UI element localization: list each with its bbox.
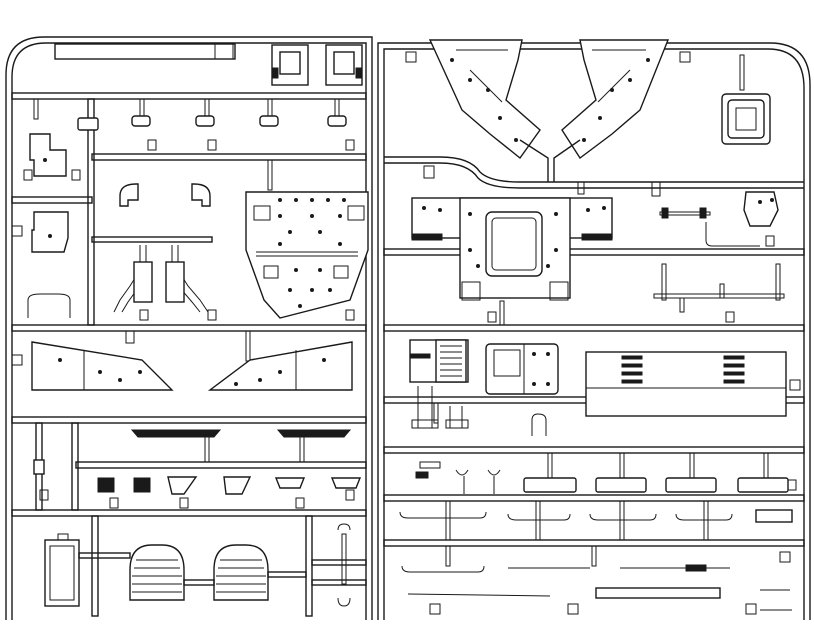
side-skirt-right — [207, 341, 353, 391]
left-runners — [11, 92, 367, 517]
hull-plate-large — [245, 191, 369, 319]
bottom-box-part — [44, 533, 80, 607]
hook-parts — [411, 386, 547, 479]
hull-bottom-part — [411, 197, 613, 301]
pin-parts — [659, 191, 779, 247]
bottom-runners-left — [78, 515, 367, 617]
rods-and-bars — [399, 509, 793, 611]
right-bottom-gates — [433, 402, 769, 567]
exhaust-grilles — [129, 544, 269, 601]
u-brackets — [455, 469, 789, 494]
small-tabs-row1 — [77, 115, 347, 131]
hatch-part — [721, 93, 771, 145]
engine-deck-part — [485, 343, 559, 395]
dark-strips — [130, 429, 352, 438]
upper-hull-plate-left — [428, 39, 541, 160]
upper-hull-plate-right — [561, 39, 670, 160]
radiator-part — [409, 339, 469, 383]
hull-plate-holes — [278, 198, 346, 308]
large-fender-plate — [585, 351, 787, 417]
top-plate-part — [54, 43, 236, 60]
right-gates — [405, 51, 801, 615]
right-runners — [383, 156, 805, 547]
y-junction-runner — [519, 139, 581, 182]
top-clamps — [271, 44, 363, 86]
linkage-parts — [113, 245, 209, 313]
rail-bracket-parts — [653, 263, 785, 313]
pipe-fittings — [119, 183, 211, 207]
right-sprue-frame — [377, 42, 811, 620]
left-sprue-frame — [5, 36, 373, 620]
left-brackets — [27, 133, 71, 318]
small-parts-row — [33, 459, 362, 495]
side-skirt-left — [31, 341, 174, 391]
